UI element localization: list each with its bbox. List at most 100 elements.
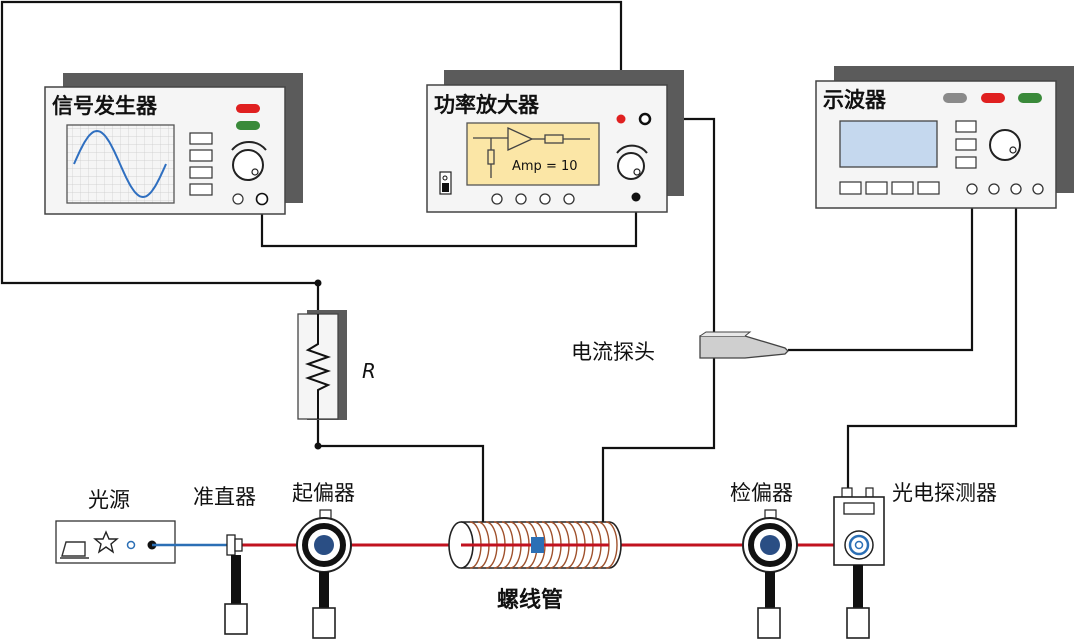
collimator-label: 准直器: [193, 485, 256, 509]
star-icon: [93, 530, 119, 554]
wire-probe-to-scope: [788, 190, 974, 352]
led-green: [1018, 93, 1042, 103]
resistor: R: [297, 310, 376, 420]
post-base: [757, 607, 781, 639]
sample-crystal: [531, 537, 544, 553]
post: [319, 572, 329, 610]
panel-terminal[interactable]: [515, 193, 527, 205]
collimator: 准直器: [193, 485, 256, 635]
power-switch-mark: [442, 175, 448, 181]
post: [853, 565, 863, 610]
function-button[interactable]: [955, 138, 977, 151]
detector-connector: [841, 487, 853, 498]
detector-center: [854, 540, 864, 550]
light-source: 光源: [55, 488, 176, 564]
detector-connector: [865, 487, 874, 498]
adjust-knob[interactable]: [232, 149, 264, 181]
gain-knob[interactable]: [617, 152, 645, 180]
post-base: [312, 607, 336, 639]
function-button[interactable]: [189, 183, 213, 196]
junction-dot: [314, 442, 322, 450]
power-switch-toggle: [442, 183, 449, 192]
photodetector: 光电探测器: [833, 481, 997, 639]
light-source-label: 光源: [88, 488, 130, 512]
resistor-label: R: [362, 359, 376, 383]
output-terminal[interactable]: [255, 192, 269, 206]
function-button[interactable]: [189, 166, 213, 179]
knob-indicator: [633, 168, 641, 176]
analyzer-element: [760, 535, 780, 555]
led-green: [236, 121, 260, 130]
led-gray: [943, 93, 967, 103]
power-amplifier: 功率放大器 Amp = 10: [426, 70, 684, 213]
adjust-knob[interactable]: [989, 129, 1021, 161]
function-button[interactable]: [189, 132, 213, 145]
knob-indicator: [251, 168, 259, 176]
input-channel[interactable]: [988, 183, 1000, 195]
wire-amp-to-resistor: [0, 0, 623, 312]
current-probe-label: 电流探头: [571, 340, 655, 364]
sine-waveform: [73, 129, 167, 199]
wiring: [0, 0, 1018, 522]
menu-button[interactable]: [865, 181, 888, 195]
polarizer-label: 起偏器: [292, 481, 355, 505]
scope-screen: [839, 120, 938, 168]
output-terminal[interactable]: [232, 193, 244, 205]
post-base: [224, 603, 248, 635]
power-amplifier-title: 功率放大器: [434, 93, 540, 117]
post-base: [846, 607, 870, 639]
wire-detector-to-scope: [846, 190, 1018, 490]
probe-body: [699, 335, 789, 359]
screen-icon: [61, 541, 86, 557]
panel-terminal[interactable]: [491, 193, 503, 205]
menu-button[interactable]: [917, 181, 940, 195]
panel-terminal[interactable]: [539, 193, 551, 205]
led-red: [981, 93, 1005, 103]
collimator-lens: [226, 534, 236, 556]
input-channel[interactable]: [1032, 183, 1044, 195]
wire-amp-to-solenoid: [601, 117, 716, 522]
output-terminal-black[interactable]: [638, 112, 652, 126]
solenoid: 螺线管: [448, 521, 622, 613]
menu-button[interactable]: [891, 181, 914, 195]
amplifier-schematic: [473, 126, 590, 178]
knob-scale-arc: [231, 140, 267, 151]
wire-siggen-to-amp: [260, 197, 638, 248]
input-terminal[interactable]: [631, 192, 641, 202]
probe-top: [699, 331, 752, 337]
oscilloscope-title: 示波器: [823, 88, 887, 112]
output-terminal-red[interactable]: [616, 114, 626, 124]
knob-indicator: [1009, 146, 1017, 154]
signal-generator: 信号发生器: [44, 73, 303, 215]
solenoid-label: 螺线管: [497, 587, 563, 613]
signal-generator-title: 信号发生器: [52, 94, 158, 118]
menu-button[interactable]: [839, 181, 862, 195]
circuit-panel: [466, 122, 600, 186]
gain-label: Amp = 10: [512, 159, 578, 174]
post: [231, 555, 241, 605]
post: [765, 572, 775, 610]
panel-terminal[interactable]: [563, 193, 575, 205]
input-channel[interactable]: [1010, 183, 1022, 195]
analyzer: 检偏器: [730, 481, 798, 639]
knob-scale-arc: [616, 144, 648, 154]
wire-junctions: [314, 279, 322, 450]
polarizer: 起偏器: [292, 481, 355, 639]
polarizer-element: [314, 535, 334, 555]
resistor-zigzag: [304, 314, 332, 419]
function-button[interactable]: [189, 149, 213, 162]
photodetector-label: 光电探测器: [892, 481, 997, 505]
analyzer-label: 检偏器: [730, 481, 793, 505]
wire-resistor-to-solenoid: [316, 418, 485, 522]
function-button[interactable]: [955, 156, 977, 169]
collimator-tip: [234, 538, 243, 552]
input-channel[interactable]: [966, 183, 978, 195]
function-button[interactable]: [955, 120, 977, 133]
junction-dot: [314, 279, 322, 287]
oscilloscope: 示波器: [815, 66, 1074, 209]
led-red: [236, 104, 260, 113]
coil-turn: [605, 521, 618, 569]
detector-display: [843, 502, 875, 515]
indicator-dot: [126, 540, 136, 550]
